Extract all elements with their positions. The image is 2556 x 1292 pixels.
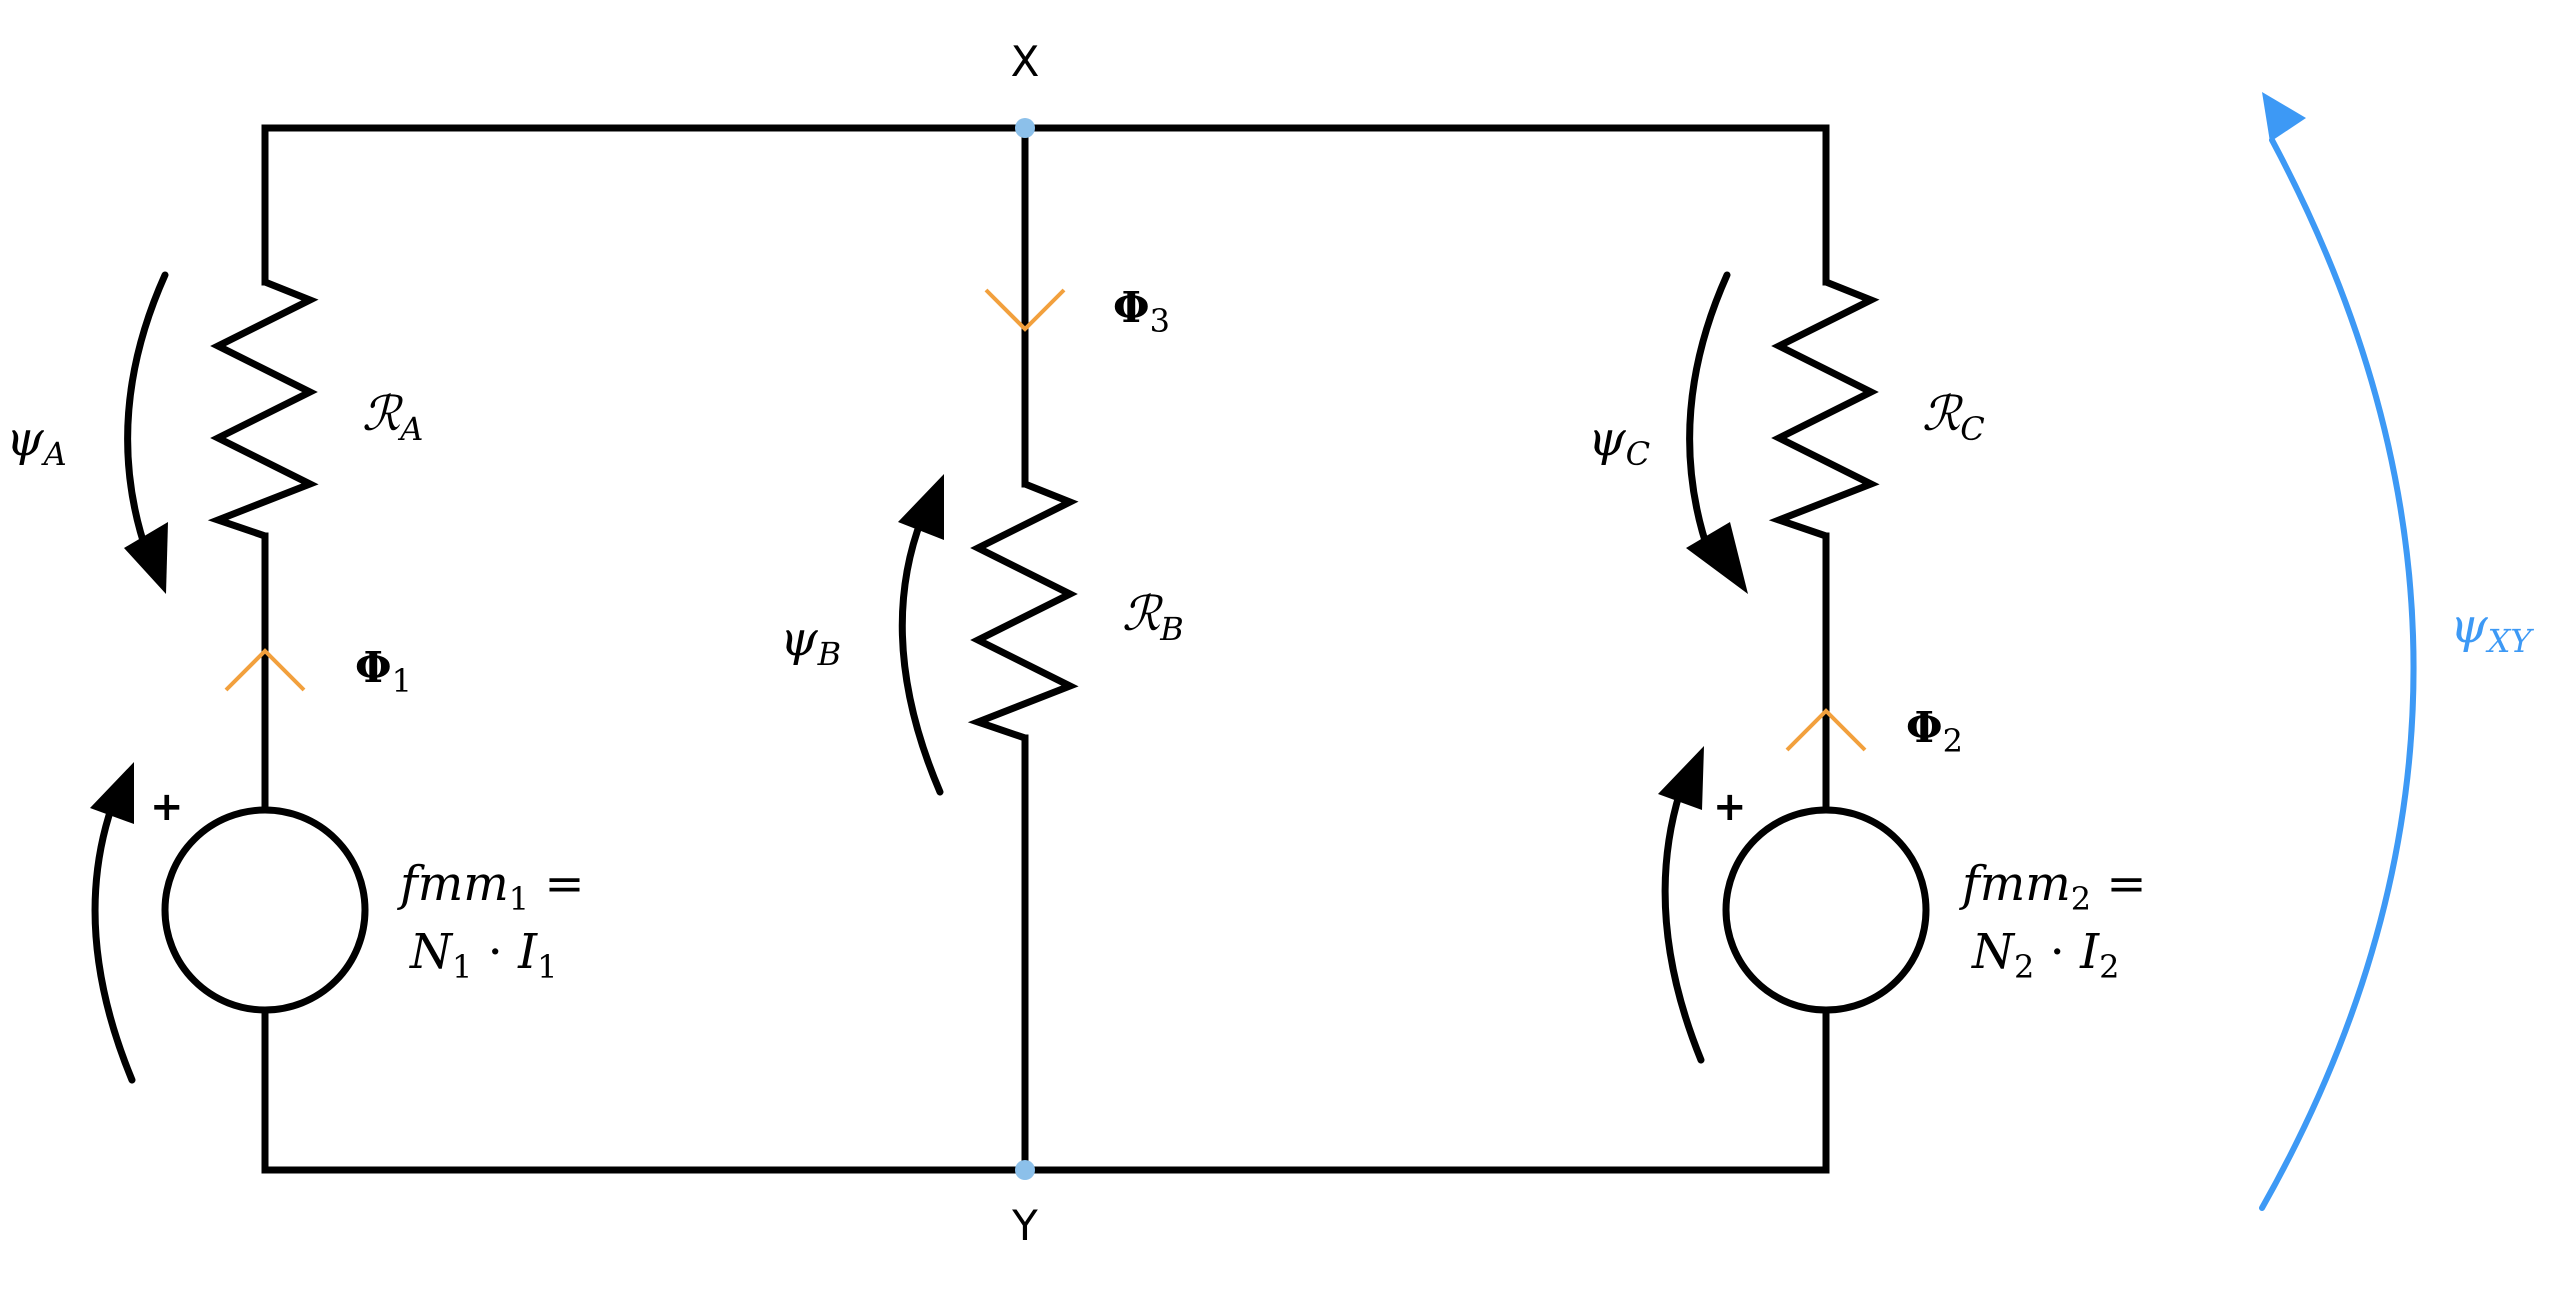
circuit-wires <box>261 124 1830 1174</box>
fmm1-arrow <box>90 762 136 1084</box>
psi-xy-arrow <box>2259 92 2417 1211</box>
flux-phi3-direction-marker <box>984 288 1066 332</box>
node-y-dot <box>1015 1160 1035 1180</box>
fmm2-label-line2: N2 · I2 <box>1971 924 2119 986</box>
psi-a-label: ψA <box>6 411 67 473</box>
reluctance-a-symbol <box>207 278 319 540</box>
fmm1-label-line2: N1 · I1 <box>409 924 557 986</box>
fmm1-polarity-plus: + <box>150 784 184 830</box>
fmm1-source-circle <box>161 806 369 1014</box>
node-x-label: X <box>1011 37 1040 86</box>
flux-phi3-label: Φ3 <box>1113 283 1170 340</box>
reluctance-a-label: ℛA <box>362 386 423 448</box>
flux-phi2-direction-marker <box>1785 708 1867 752</box>
node-x-dot <box>1015 118 1035 138</box>
left-branch-wire-bottom <box>261 1006 1830 1174</box>
reluctance-b-symbol <box>967 480 1079 742</box>
flux-phi2-label: Φ2 <box>1906 703 1963 760</box>
fmm1-label-line1: fmm1 = <box>397 856 585 918</box>
psi-b-label: ψB <box>780 611 841 673</box>
reluctance-c-symbol <box>1768 278 1880 540</box>
fmm2-polarity-plus: + <box>1713 784 1747 830</box>
reluctance-c-label: ℛC <box>1922 386 1985 448</box>
psi-c-arrow <box>1686 271 1748 594</box>
fmm2-source-circle <box>1722 806 1930 1014</box>
reluctance-b-label: ℛB <box>1122 586 1184 648</box>
psi-xy-label: ψXY <box>2450 598 2534 660</box>
psi-a-arrow <box>124 271 169 594</box>
node-y-label: Y <box>1011 1201 1038 1250</box>
fmm2-arrow <box>1658 746 1705 1064</box>
psi-b-arrow <box>898 474 944 796</box>
left-branch-wire-top <box>261 124 1830 286</box>
flux-phi1-direction-marker <box>224 648 306 692</box>
flux-phi1-label: Φ1 <box>355 643 412 700</box>
psi-c-label: ψC <box>1588 411 1650 473</box>
fmm2-label-line1: fmm2 = <box>1959 856 2147 918</box>
